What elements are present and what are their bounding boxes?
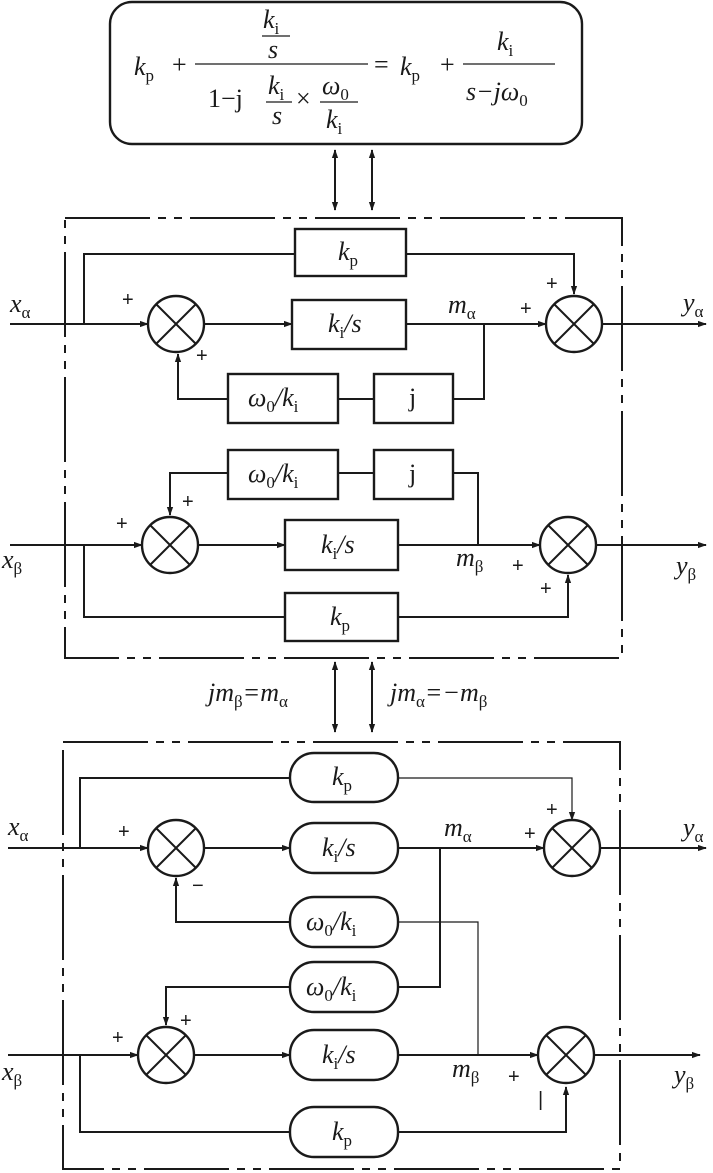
block-omega-ki-beta-2 — [288, 960, 400, 1014]
svg-text:ki: ki — [497, 27, 514, 60]
svg-text:ω0/ki: ω0/ki — [306, 907, 357, 940]
relation-right: jmα=−mβ — [387, 678, 487, 711]
relation-left: jmβ=mα — [205, 678, 288, 711]
svg-text:=: = — [374, 50, 389, 79]
x-beta-label: xβ — [1, 545, 22, 578]
block-omega-ki-alpha — [226, 372, 340, 425]
formula-box — [108, 0, 584, 146]
block-kp-alpha — [293, 227, 408, 278]
block-omega-ki-alpha-2 — [288, 895, 400, 949]
svg-text:ki/s: ki/s — [322, 833, 356, 866]
svg-text:ω0/ki: ω0/ki — [248, 383, 299, 416]
y-beta-label-2: yβ — [671, 1060, 694, 1093]
m-alpha-label: mα — [448, 290, 476, 323]
block-kp-alpha-2 — [288, 751, 400, 804]
m-beta-label: mβ — [456, 543, 483, 576]
svg-text:ω0: ω0 — [322, 71, 349, 104]
x-alpha-label: xα — [9, 289, 31, 322]
y-alpha-label-2: yα — [680, 813, 704, 846]
svg-text:ω0/ki: ω0/ki — [306, 972, 357, 1005]
formula: kp + ki s 1−j ki s × ω0 ki = kp + ki s−j… — [134, 5, 555, 138]
block-ki-s-beta — [283, 518, 400, 572]
svg-text:+: + — [122, 289, 134, 311]
svg-text:+: + — [512, 555, 524, 577]
svg-text:+: + — [116, 513, 128, 535]
svg-text:+: + — [546, 799, 558, 821]
svg-text:×: × — [296, 84, 311, 113]
block-kp-beta — [283, 591, 400, 643]
svg-text:ω0/ki: ω0/ki — [248, 459, 299, 492]
svg-text:kp: kp — [400, 52, 420, 85]
svg-text:+: + — [182, 491, 194, 513]
block-ki-s-beta-2 — [288, 1028, 400, 1082]
m-beta-label-2: mβ — [452, 1054, 479, 1087]
svg-text:kp: kp — [332, 1117, 352, 1150]
svg-text:+: + — [440, 50, 455, 79]
svg-text:ki: ki — [326, 105, 343, 138]
svg-text:ki: ki — [263, 5, 280, 38]
svg-text:+: + — [546, 273, 558, 295]
svg-text:−: − — [192, 875, 204, 897]
diagram-2-frame — [62, 741, 621, 1170]
svg-text:kp: kp — [332, 762, 352, 795]
svg-text:kp: kp — [330, 602, 350, 635]
svg-text:s: s — [272, 101, 282, 130]
svg-text:|: | — [538, 1089, 543, 1111]
svg-text:+: + — [540, 578, 552, 600]
x-alpha-label-2: xα — [7, 812, 29, 845]
block-j-beta — [372, 448, 455, 501]
svg-text:+: + — [508, 1066, 520, 1088]
svg-text:ki/s: ki/s — [328, 309, 362, 342]
y-beta-label: yβ — [673, 551, 696, 584]
x-beta-label-2: xβ — [1, 1057, 22, 1090]
svg-text:+: + — [118, 821, 130, 843]
block-kp-beta-2 — [288, 1105, 400, 1159]
svg-text:s−jω0: s−jω0 — [466, 77, 528, 110]
y-alpha-label: yα — [680, 288, 704, 321]
svg-text:+: + — [524, 823, 536, 845]
svg-text:j: j — [408, 383, 416, 412]
svg-text:+: + — [172, 50, 187, 79]
svg-text:kp: kp — [134, 52, 154, 85]
svg-text:ki: ki — [268, 71, 285, 104]
svg-text:+: + — [196, 345, 208, 367]
svg-text:j: j — [408, 459, 416, 488]
block-omega-ki-beta — [226, 448, 340, 501]
svg-text:kp: kp — [338, 237, 358, 270]
block-ki-s-alpha — [290, 298, 408, 351]
svg-text:s: s — [268, 35, 278, 64]
block-ki-s-alpha-2 — [288, 821, 400, 875]
svg-text:1−j: 1−j — [208, 84, 243, 113]
svg-text:+: + — [112, 1027, 124, 1049]
svg-text:ki/s: ki/s — [321, 530, 355, 563]
svg-text:+: + — [180, 1010, 192, 1032]
diagram-1-frame — [64, 217, 623, 659]
svg-text:+: + — [520, 298, 532, 320]
block-j-alpha — [372, 372, 455, 425]
m-alpha-label-2: mα — [444, 813, 472, 846]
svg-text:ki/s: ki/s — [322, 1040, 356, 1073]
